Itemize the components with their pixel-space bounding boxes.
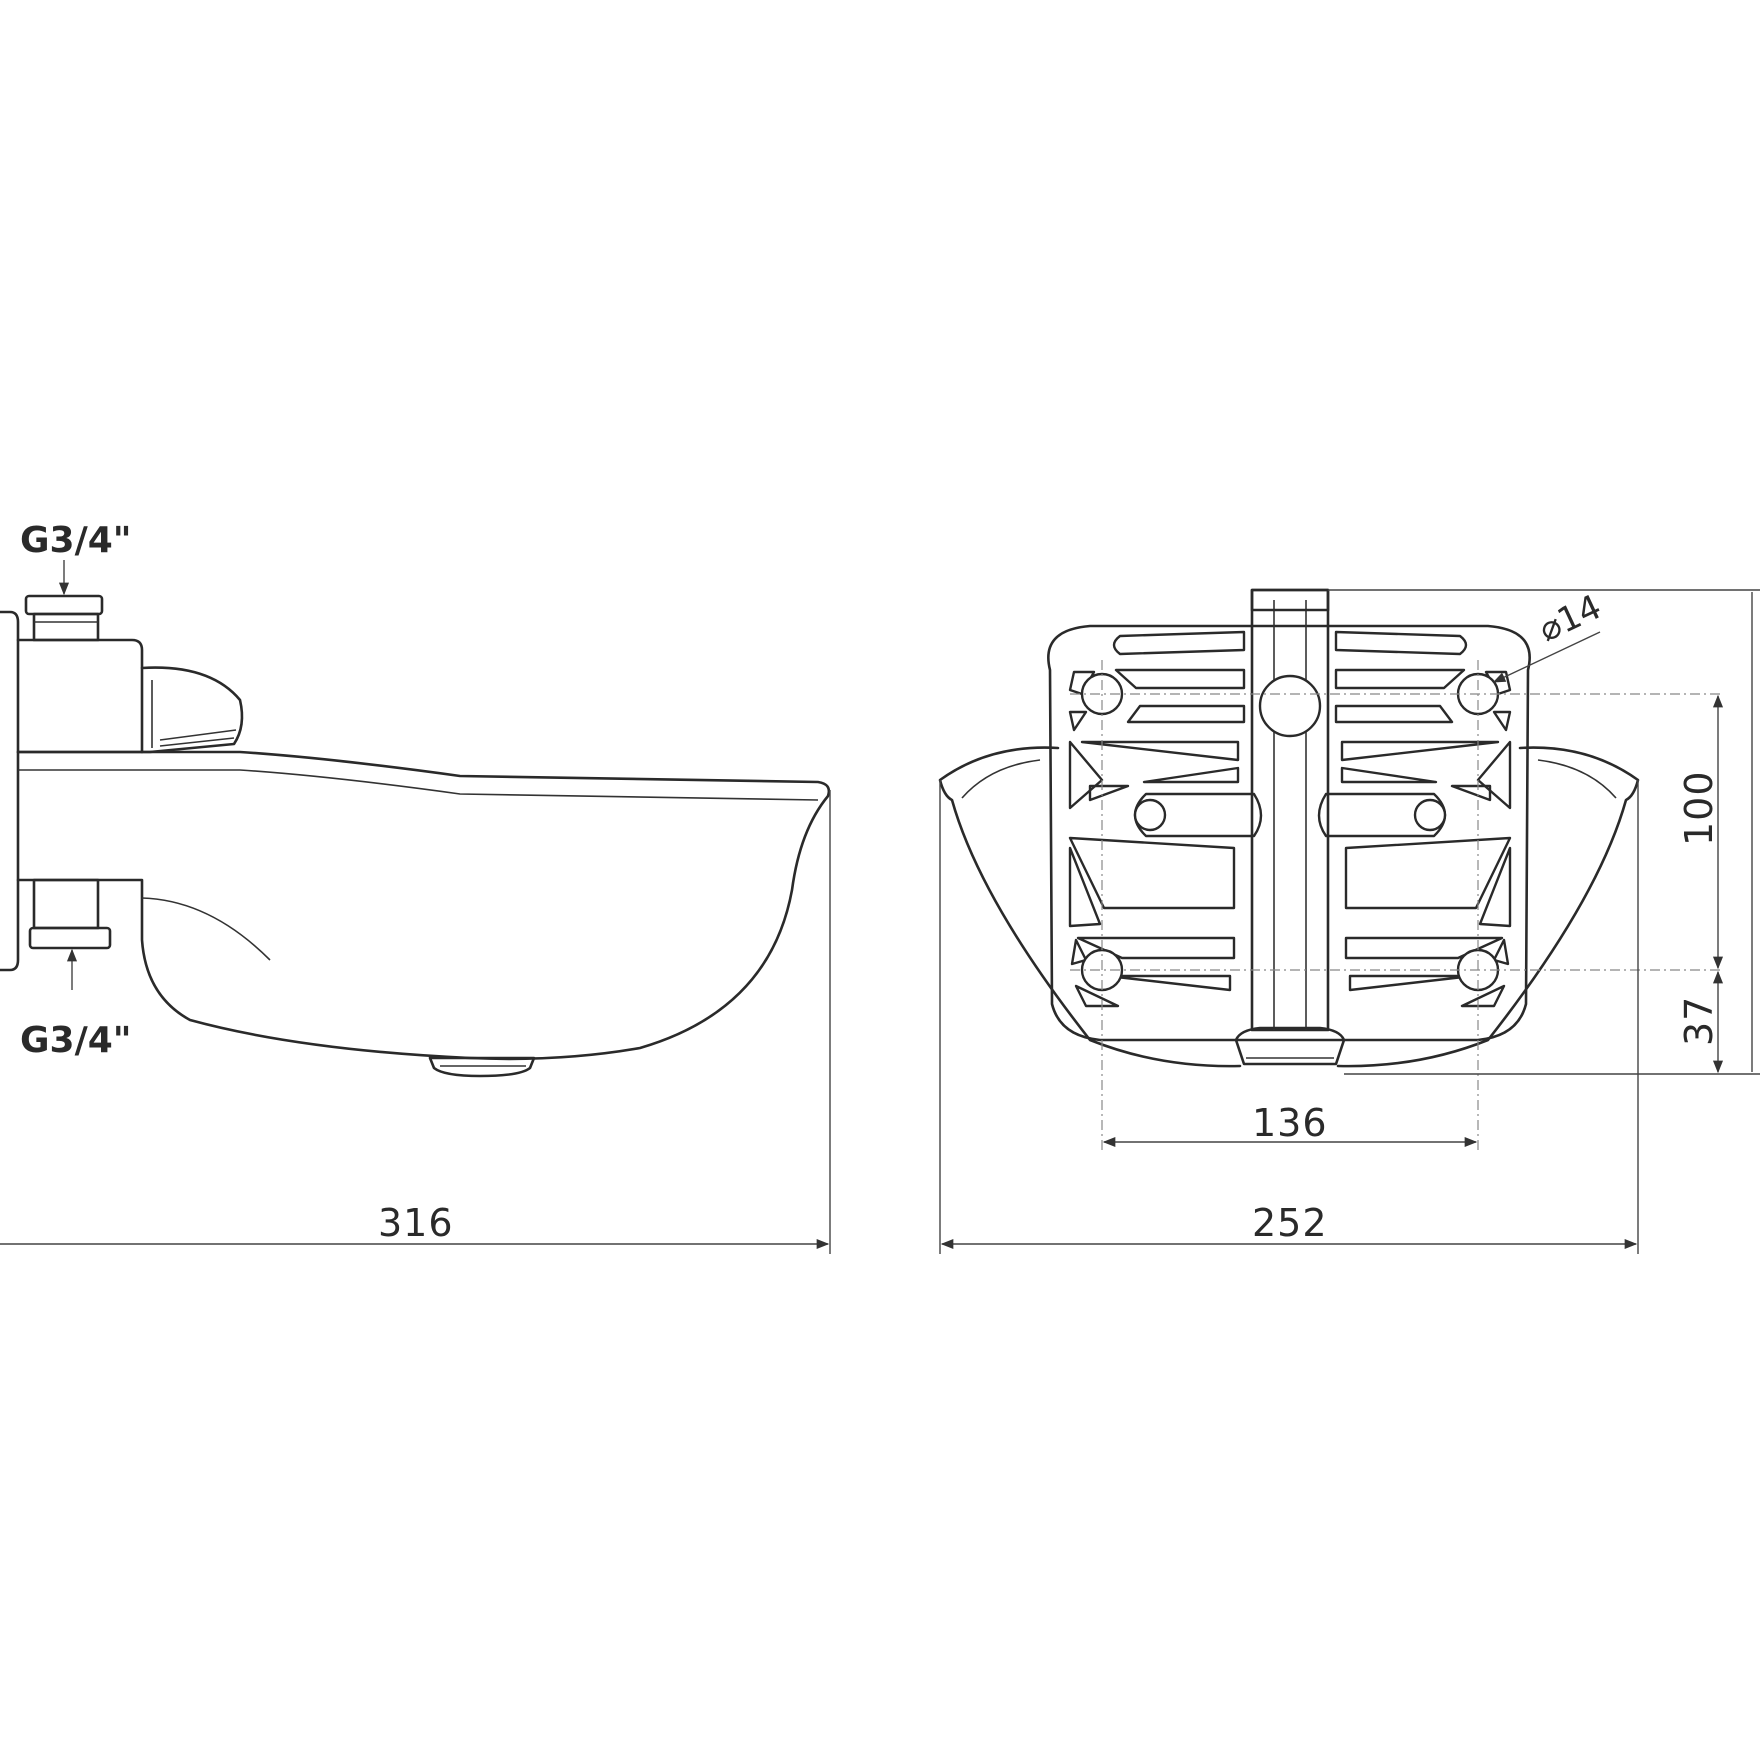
right-oval-hole: [1413, 798, 1447, 832]
valve-knob: [140, 666, 244, 754]
bowl-right-wing: [1336, 746, 1640, 1068]
bowl-body: [16, 750, 831, 1061]
central-fitting: [1258, 674, 1322, 738]
right-rib-pattern: [1334, 630, 1512, 1008]
bottom-offset-label: 37: [1677, 996, 1721, 1046]
hole-vertical-label: 100: [1677, 770, 1721, 846]
top-connection-label: G3/4": [20, 520, 132, 561]
hole-diameter-leader: [1492, 631, 1601, 683]
height-label: 175: [1757, 790, 1760, 866]
length-label: 316: [378, 1201, 454, 1245]
width-label: 252: [1252, 1201, 1328, 1245]
front-view: ⌀14 136 252 100 37 175: [938, 587, 1760, 1254]
valve-housing: [16, 638, 144, 754]
drain-plug: [428, 1056, 536, 1078]
wall-plate: [0, 610, 20, 972]
hole-spacing-label: 136: [1252, 1101, 1328, 1145]
bottom-connection-label: G3/4": [20, 1020, 132, 1061]
side-view: G3/4" G3/4" 316: [0, 520, 831, 1254]
bowl-left-wing: [938, 746, 1242, 1068]
top-connector: [24, 594, 104, 642]
left-oval-hole: [1133, 798, 1167, 832]
hole-diameter-label: ⌀14: [1533, 587, 1608, 650]
bottom-connector: [28, 878, 112, 950]
front-drain-plug: [1234, 1026, 1346, 1066]
central-pipe: [1250, 588, 1330, 1032]
right-oval-slot: [1317, 792, 1447, 838]
